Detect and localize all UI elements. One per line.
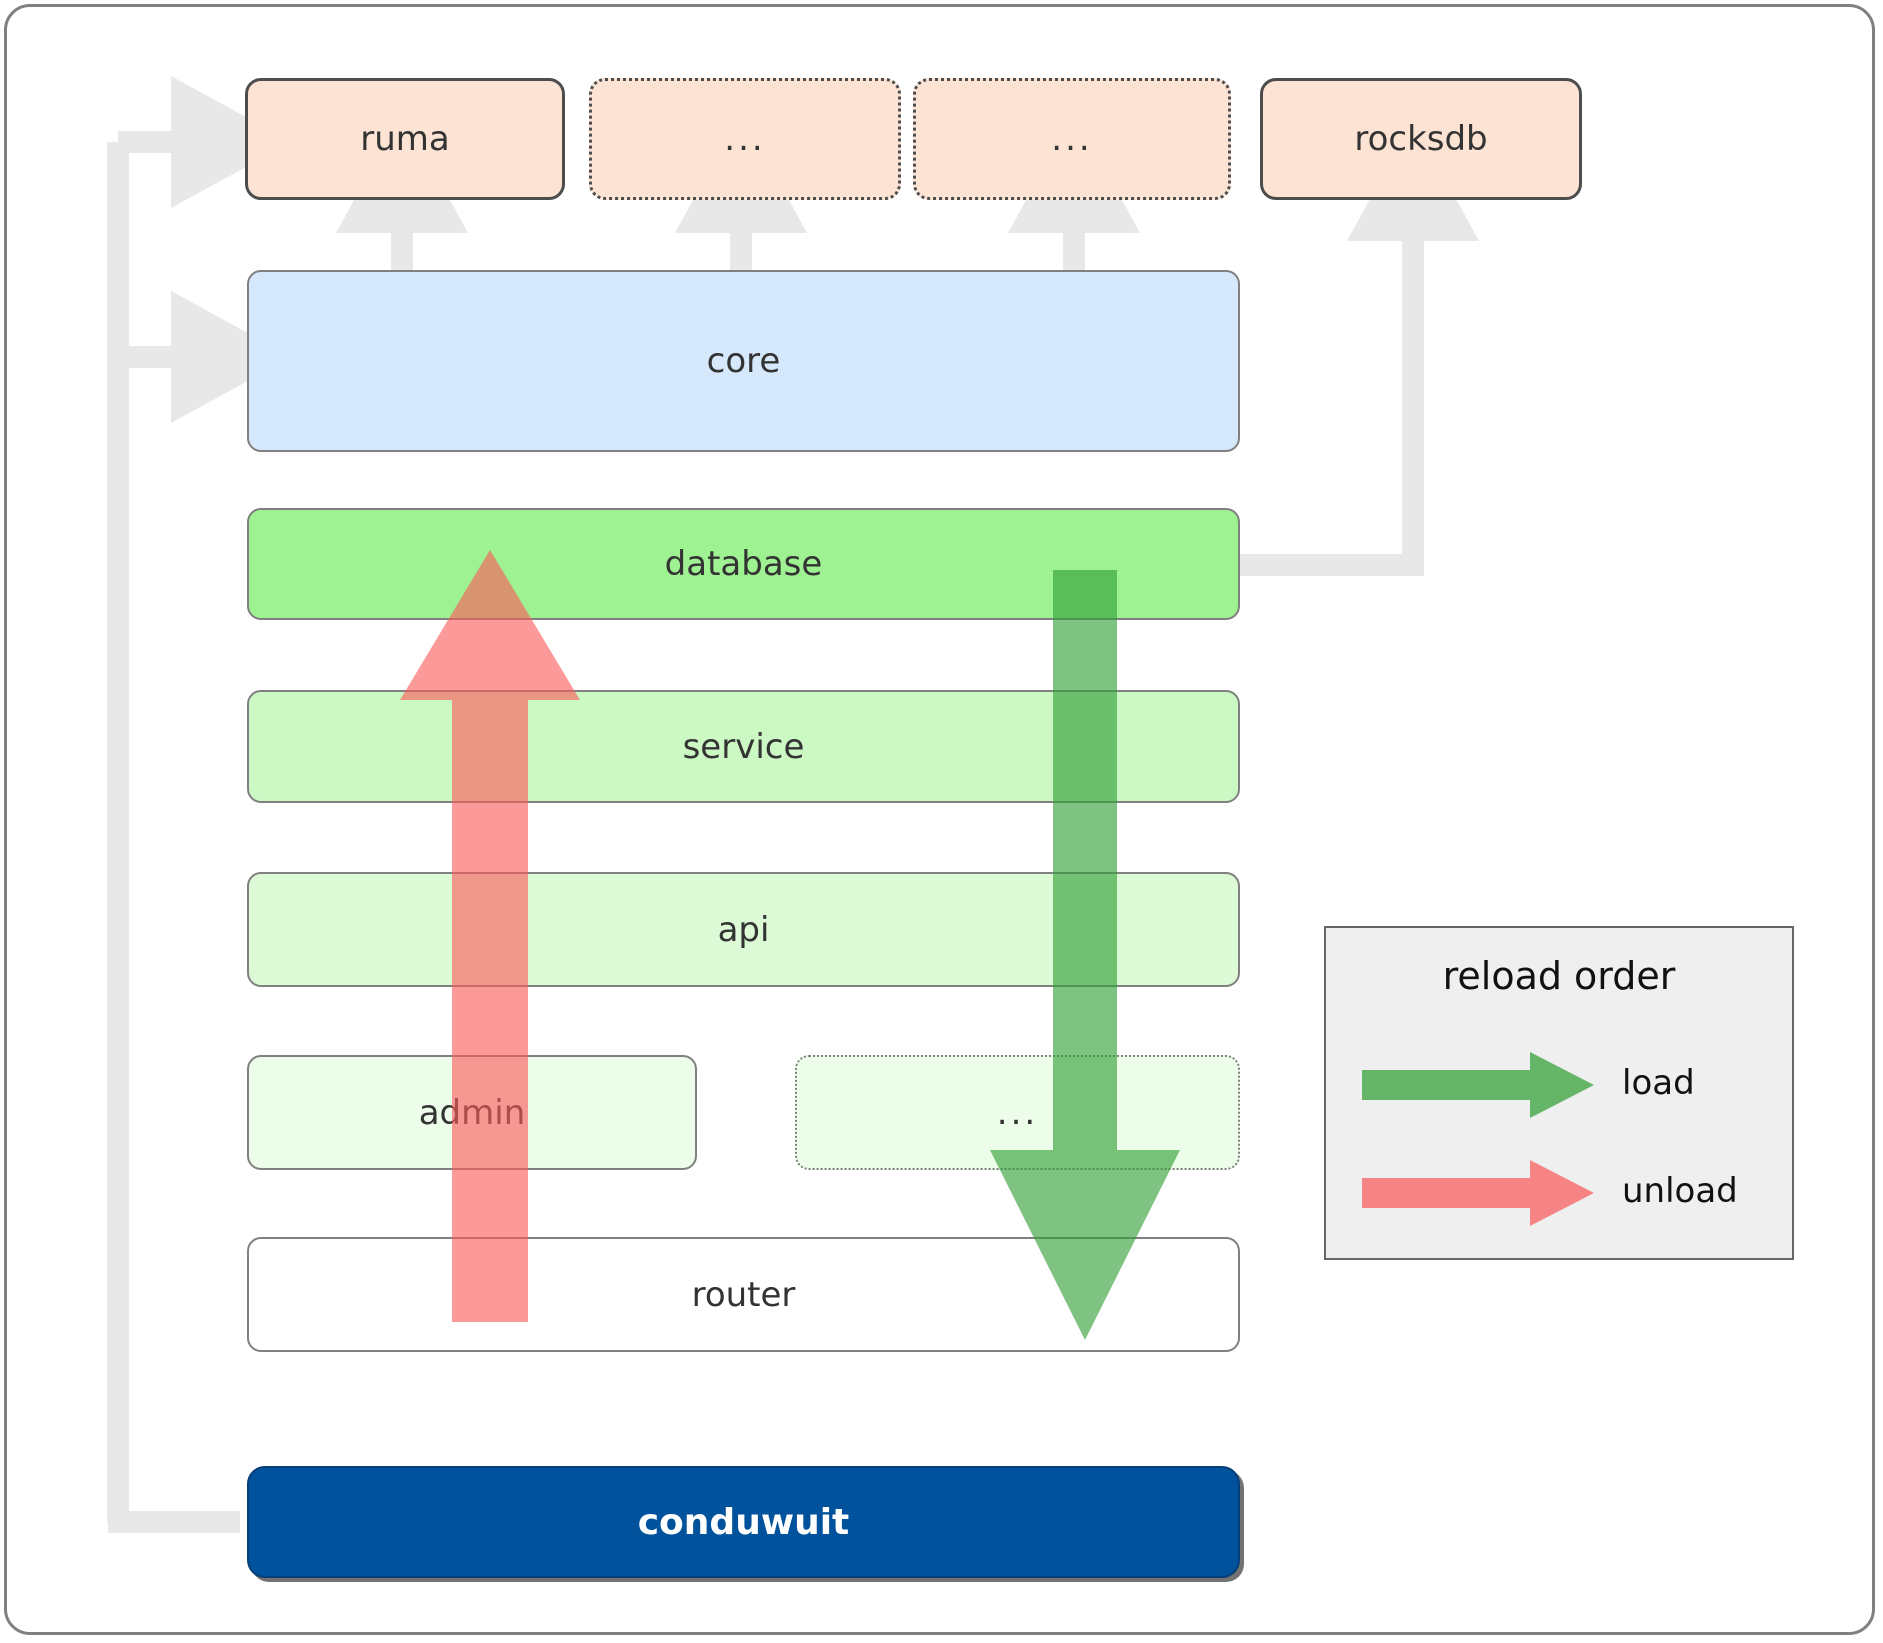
- root-box-conduwuit[interactable]: conduwuit: [247, 1466, 1240, 1578]
- dependency-label-ruma: ruma: [360, 119, 450, 159]
- legend-panel: reload order load unload: [1324, 926, 1794, 1260]
- legend-row-load: load: [1326, 1048, 1792, 1118]
- crate-label-router: router: [691, 1274, 796, 1315]
- legend-label-load: load: [1622, 1063, 1695, 1103]
- dependency-label-rocksdb: rocksdb: [1354, 119, 1488, 159]
- dependency-box-dep-3[interactable]: ...: [913, 78, 1231, 200]
- crate-label-core: core: [706, 341, 781, 381]
- crate-label-api: api: [717, 909, 770, 950]
- root-label-conduwuit: conduwuit: [637, 1501, 850, 1543]
- legend-unload-arrow-icon: [1362, 1160, 1594, 1226]
- crate-box-admin[interactable]: admin: [247, 1055, 697, 1170]
- crate-box-router[interactable]: router: [247, 1237, 1240, 1352]
- dependency-box-ruma[interactable]: ruma: [245, 78, 565, 200]
- legend-row-unload: unload: [1326, 1156, 1792, 1226]
- crate-label-database: database: [664, 544, 823, 584]
- legend-label-unload: unload: [1622, 1171, 1738, 1211]
- crate-box-core[interactable]: core: [247, 270, 1240, 452]
- crate-label-extra: ...: [996, 1092, 1039, 1133]
- dependency-box-dep-2[interactable]: ...: [589, 78, 901, 200]
- crate-box-api[interactable]: api: [247, 872, 1240, 987]
- crate-label-service: service: [682, 726, 805, 767]
- crate-box-database[interactable]: database: [247, 508, 1240, 620]
- dependency-box-rocksdb[interactable]: rocksdb: [1260, 78, 1582, 200]
- crate-box-extra[interactable]: ...: [795, 1055, 1240, 1170]
- dependency-label-dep-2: ...: [724, 119, 766, 159]
- dependency-label-dep-3: ...: [1051, 119, 1093, 159]
- crate-label-admin: admin: [418, 1092, 526, 1133]
- legend-title: reload order: [1442, 954, 1676, 998]
- legend-load-arrow-icon: [1362, 1052, 1594, 1118]
- diagram-frame: [4, 4, 1875, 1635]
- crate-box-service[interactable]: service: [247, 690, 1240, 803]
